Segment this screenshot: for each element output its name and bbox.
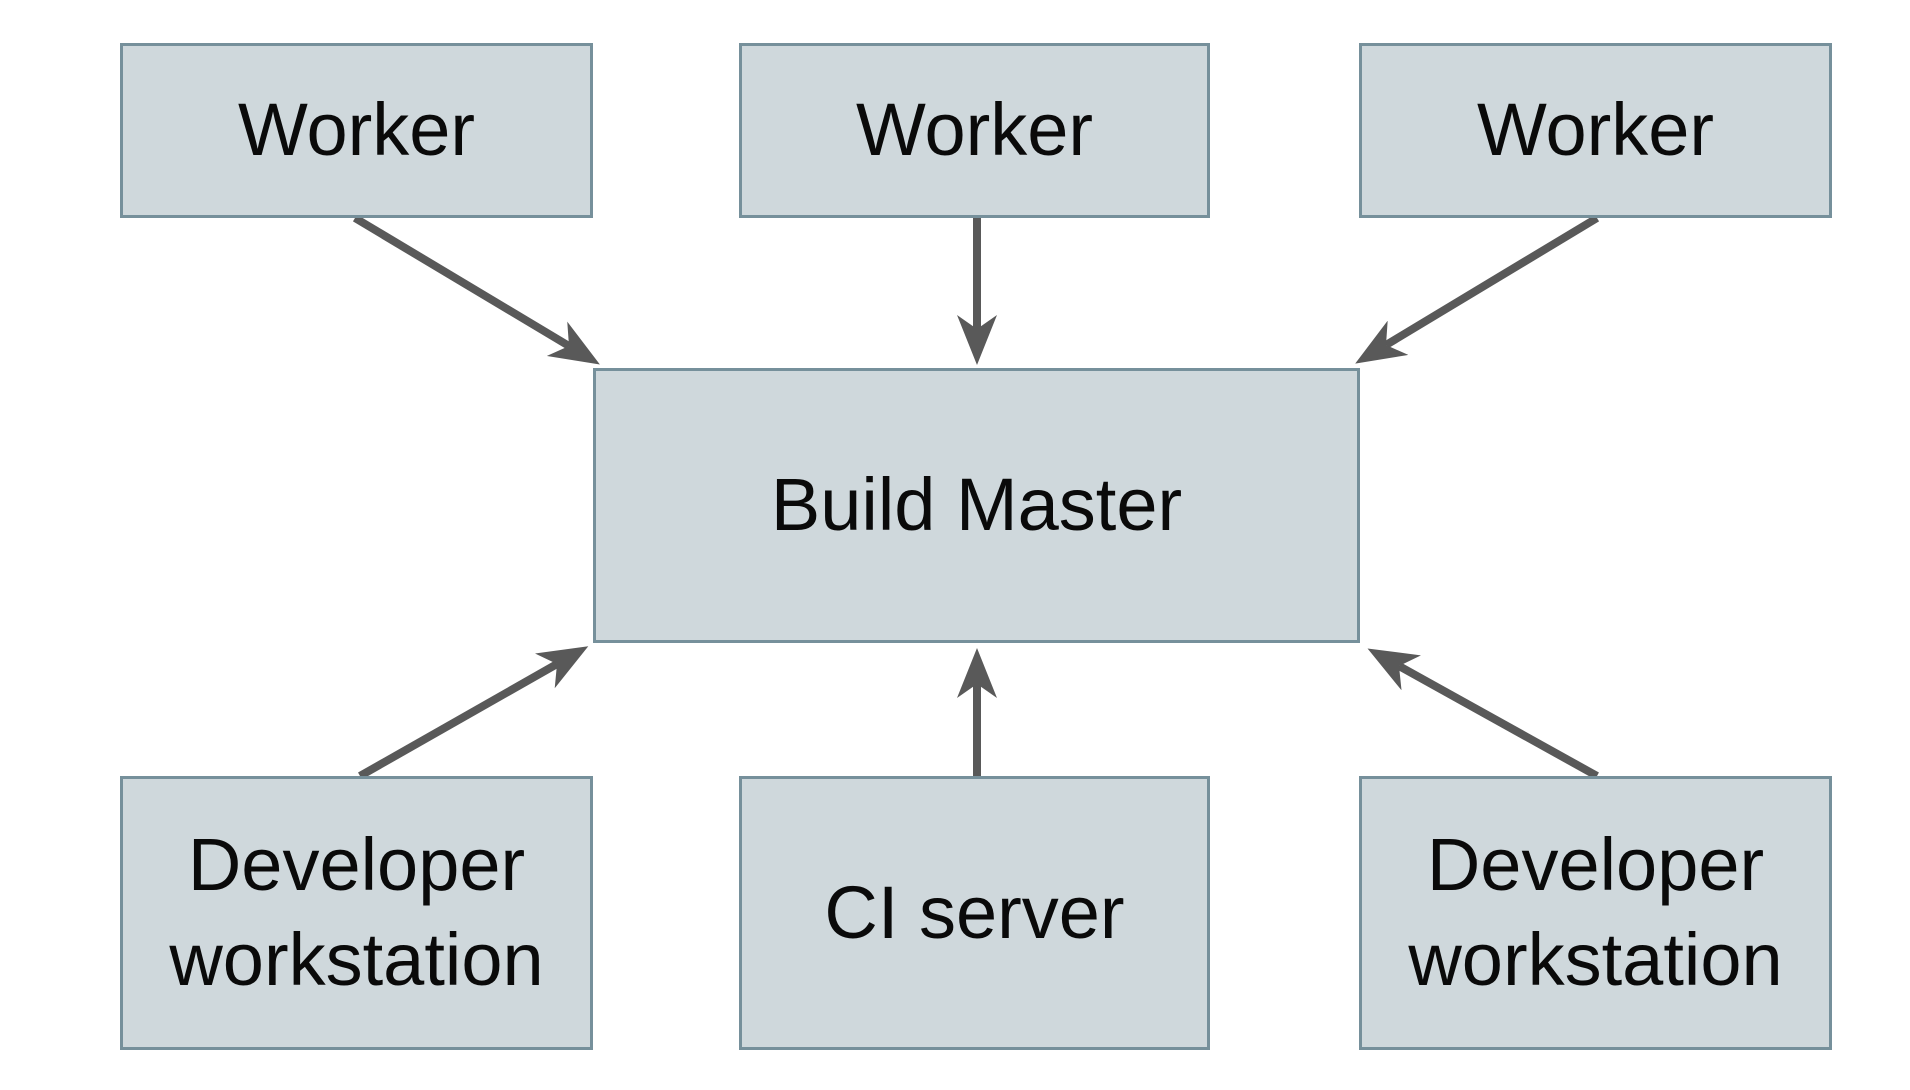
- node-worker-3: Worker: [1359, 43, 1832, 218]
- node-ci-server-label: CI server: [824, 870, 1125, 954]
- node-worker-2: Worker: [739, 43, 1210, 218]
- node-worker-1: Worker: [120, 43, 593, 218]
- arrow-developer-workstation-1-to-build-master: [358, 646, 589, 780]
- node-build-master-label: Build Master: [770, 463, 1183, 547]
- arrow-developer-workstation-2-to-build-master: [1367, 648, 1599, 780]
- node-worker-3-label: Worker: [1476, 88, 1715, 172]
- node-developer-workstation-2-label: Developer workstation: [1408, 823, 1783, 1001]
- node-worker-2-label: Worker: [855, 88, 1094, 172]
- node-developer-workstation-1-label: Developer workstation: [169, 823, 544, 1001]
- arrow-worker-1-to-build-master: [352, 214, 600, 365]
- node-worker-1-label: Worker: [237, 88, 476, 172]
- arrow-worker-3-to-build-master: [1355, 214, 1600, 364]
- node-ci-server: CI server: [739, 776, 1210, 1050]
- node-developer-workstation-2: Developer workstation: [1359, 776, 1832, 1050]
- node-build-master: Build Master: [593, 368, 1360, 643]
- node-developer-workstation-1: Developer workstation: [120, 776, 593, 1050]
